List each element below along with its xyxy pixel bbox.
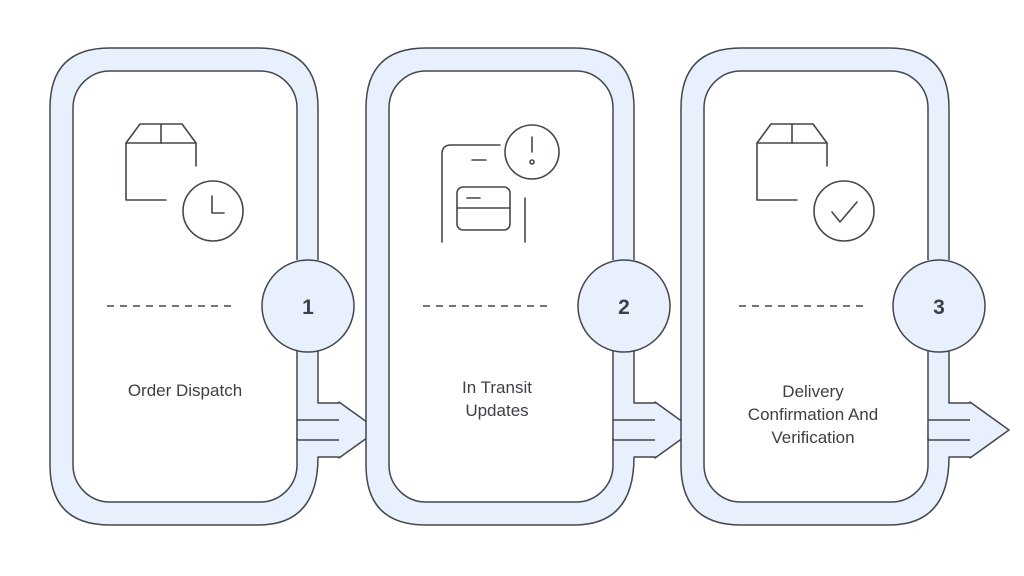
step-2: 2 xyxy=(365,47,695,526)
step-2-badge xyxy=(577,259,671,353)
package-check-icon xyxy=(756,123,875,242)
step-1: 1 xyxy=(49,47,379,526)
step-2-label: In Transit Updates xyxy=(397,376,597,422)
step-1-label: Order Dispatch xyxy=(85,379,285,402)
step-1-panel xyxy=(72,70,298,503)
step-1-label-text: Order Dispatch xyxy=(127,381,243,400)
step-3-badge xyxy=(892,259,986,353)
tracking-alert-icon xyxy=(441,124,560,243)
step-1-badge xyxy=(261,259,355,353)
step-3-number: 3 xyxy=(933,296,945,319)
step-2-panel xyxy=(388,70,614,503)
step-2-label-text: In Transit Updates xyxy=(462,378,532,420)
step-3: 3 xyxy=(680,47,1010,526)
step-2-number: 2 xyxy=(618,296,630,319)
step-1-number: 1 xyxy=(302,296,314,319)
step-3-label: Delivery Confirmation And Verification xyxy=(713,380,913,449)
package-clock-icon xyxy=(125,123,244,242)
step-3-label-text: Delivery Confirmation And Verification xyxy=(747,382,879,447)
